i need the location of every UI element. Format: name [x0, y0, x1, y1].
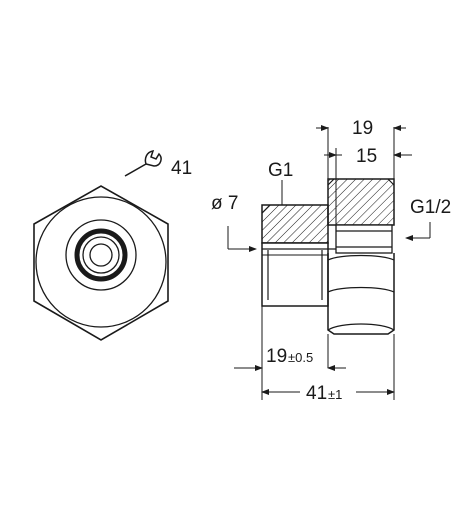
dim-19-bottom-tolerance: ±0.5	[288, 350, 313, 365]
thread-g12-label: G1/2	[410, 197, 451, 218]
outer-bore-ring	[65, 219, 137, 291]
wrench-size-label: 41	[171, 158, 192, 179]
bore-hole	[89, 243, 113, 267]
bore-ring	[74, 228, 128, 282]
dimension-lines	[227, 125, 431, 400]
side-view	[261, 178, 395, 335]
front-view-hex	[33, 185, 169, 341]
dim-19-bottom-value: 19	[266, 346, 287, 367]
dim-19-top: 19	[352, 118, 373, 139]
thread-g1-label: G1	[268, 160, 293, 181]
wrench-icon	[124, 150, 162, 177]
dim-41-tolerance: ±1	[328, 387, 342, 402]
dim-15: 15	[356, 146, 377, 167]
bore-diameter-label: ø 7	[211, 193, 238, 214]
dim-41-value: 41	[306, 383, 327, 404]
